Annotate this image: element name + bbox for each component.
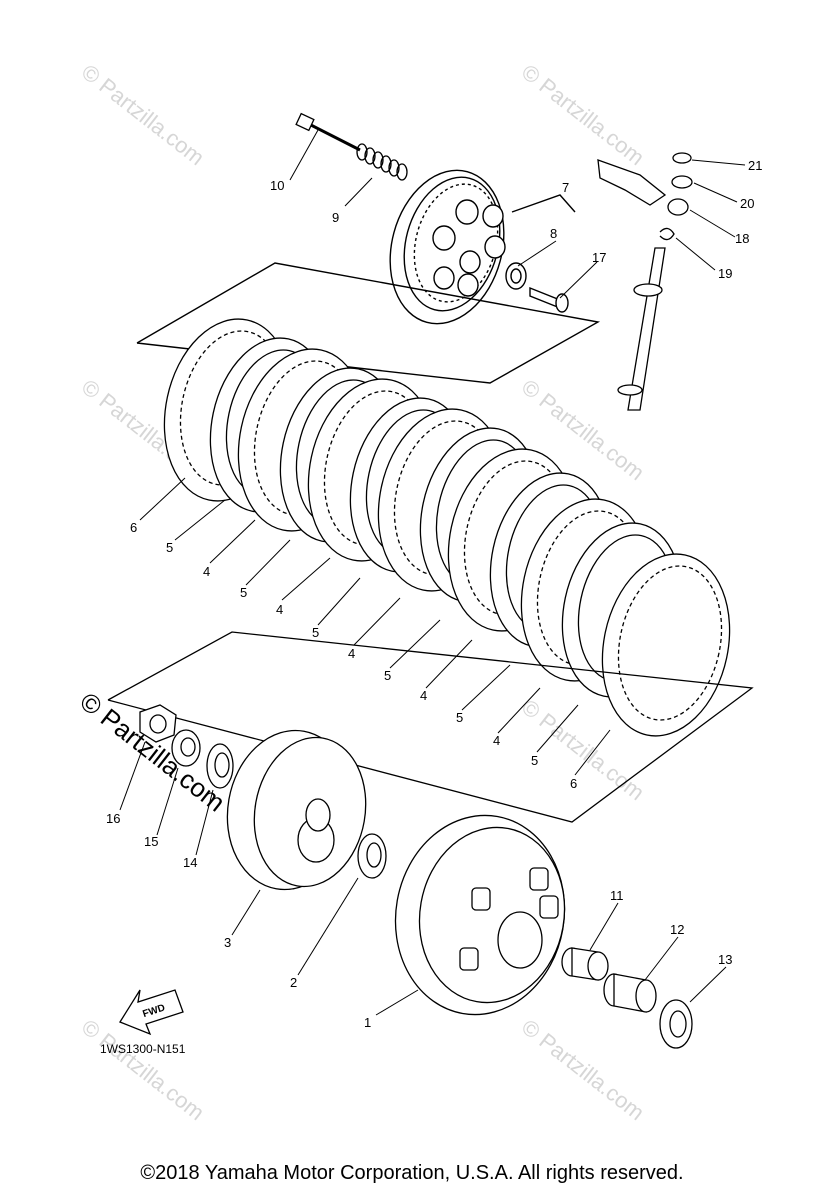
part-label-6a: 6 — [130, 520, 137, 535]
part-label-4b: 4 — [276, 602, 283, 617]
part-label-4a: 4 — [203, 564, 210, 579]
part-label-11: 11 — [610, 888, 624, 903]
part-label-12: 12 — [670, 922, 684, 937]
watermark: © Partzilla.com — [517, 1014, 649, 1125]
part-label-4e: 4 — [493, 733, 500, 748]
part-label-1: 1 — [364, 1015, 371, 1030]
part-label-15: 15 — [144, 834, 158, 849]
spring-and-bolt — [295, 112, 408, 181]
leader-lines — [119, 129, 746, 1016]
part-label-5a: 5 — [166, 540, 173, 555]
diagram-code: 1WS1300-N151 — [100, 1042, 186, 1056]
part-label-2: 2 — [290, 975, 297, 990]
part-label-4d: 4 — [420, 688, 427, 703]
part-label-4c: 4 — [348, 646, 355, 661]
part-label-21: 21 — [748, 158, 762, 173]
plate-stack — [163, 318, 731, 737]
watermark: © Partzilla.com — [517, 59, 649, 170]
part-label-14: 14 — [183, 855, 197, 870]
part-label-18: 18 — [735, 231, 749, 246]
part-label-8: 8 — [550, 226, 557, 241]
part-label-17: 17 — [592, 250, 606, 265]
lower-bracket — [107, 631, 754, 823]
part-label-5d: 5 — [384, 668, 391, 683]
part-label-13: 13 — [718, 952, 732, 967]
part-label-7: 7 — [562, 180, 569, 195]
part-label-5e: 5 — [456, 710, 463, 725]
part-label-16: 16 — [106, 811, 120, 826]
part-label-10: 10 — [270, 178, 284, 193]
push-lever-group — [597, 152, 693, 411]
part-label-6b: 6 — [570, 776, 577, 791]
part-labels: 10 9 7 8 17 21 20 18 19 6 5 4 5 4 5 4 5 … — [106, 158, 762, 1030]
part-label-5f: 5 — [531, 753, 538, 768]
part-label-5b: 5 — [240, 585, 247, 600]
part-label-9: 9 — [332, 210, 339, 225]
lower-assembly — [139, 704, 693, 1049]
copyright-text: ©2018 Yamaha Motor Corporation, U.S.A. A… — [140, 1162, 684, 1184]
clutch-exploded-diagram: © Partzilla.com © Partzilla.com © Partzi… — [74, 59, 762, 1125]
fwd-arrow-icon: FWD — [119, 989, 184, 1036]
watermark-bold: © Partzilla.com — [74, 686, 231, 818]
part-label-20: 20 — [740, 196, 754, 211]
watermark: © Partzilla.com — [77, 59, 209, 170]
pressure-plate-group — [136, 169, 601, 384]
part-label-5c: 5 — [312, 625, 319, 640]
part-label-3: 3 — [224, 935, 231, 950]
part-label-19: 19 — [718, 266, 732, 281]
